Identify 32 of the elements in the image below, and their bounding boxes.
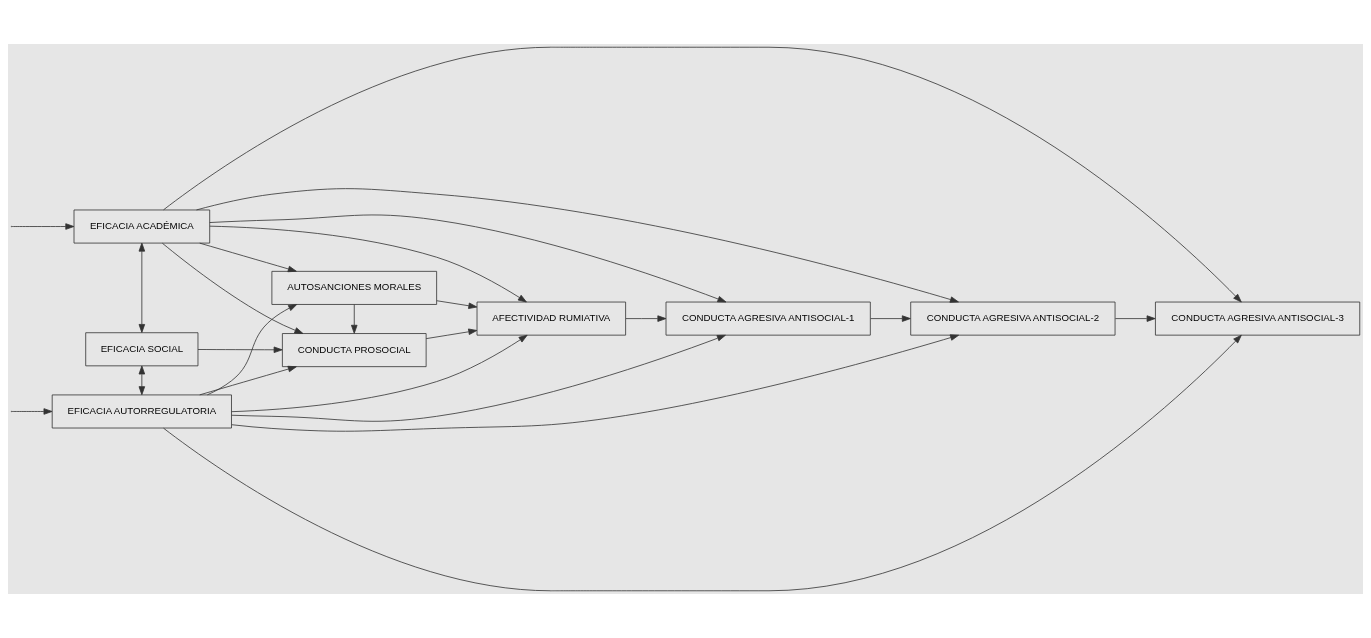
- arrow: [197, 346, 283, 353]
- node-box: EFICACIA SOCIAL: [85, 332, 199, 367]
- node-box: CONDUCTA PROSOCIAL: [281, 333, 427, 368]
- arrow: [196, 188, 959, 303]
- arrow: [11, 408, 53, 415]
- node-box: AFECTIVIDAD RUMIATIVA: [476, 301, 627, 336]
- arrow: [209, 225, 527, 303]
- arrow: [1114, 315, 1156, 322]
- arrow: [351, 304, 358, 334]
- node-box: EFICACIA AUTORREGULATORIA: [51, 394, 232, 429]
- node-box: CONDUCTA AGRESIVA ANTISOCIAL-3: [1155, 301, 1361, 336]
- arrow: [199, 365, 297, 396]
- node-box: EFICACIA ACADÉMICA: [73, 209, 211, 244]
- arrow: [209, 214, 727, 303]
- node-box: CONDUCTA AGRESIVA ANTISOCIAL-2: [910, 301, 1116, 336]
- node-box: AUTOSANCIONES MORALES: [271, 270, 438, 305]
- arrow: [199, 242, 297, 273]
- arrow: [231, 334, 528, 413]
- arrow: [625, 315, 667, 322]
- node-box: CONDUCTA AGRESIVA ANTISOCIAL-1: [665, 301, 871, 336]
- arrow: [163, 334, 1242, 592]
- arrow: [163, 46, 1242, 303]
- arrow: [231, 334, 726, 422]
- arrow: [425, 328, 478, 340]
- arrow: [11, 223, 75, 230]
- arrow: [870, 315, 911, 322]
- arrow: [138, 242, 146, 333]
- arrow: [138, 365, 146, 396]
- arrow: [436, 300, 478, 309]
- arrow: [231, 334, 960, 432]
- arrow: [161, 242, 304, 334]
- arrow: [207, 304, 298, 396]
